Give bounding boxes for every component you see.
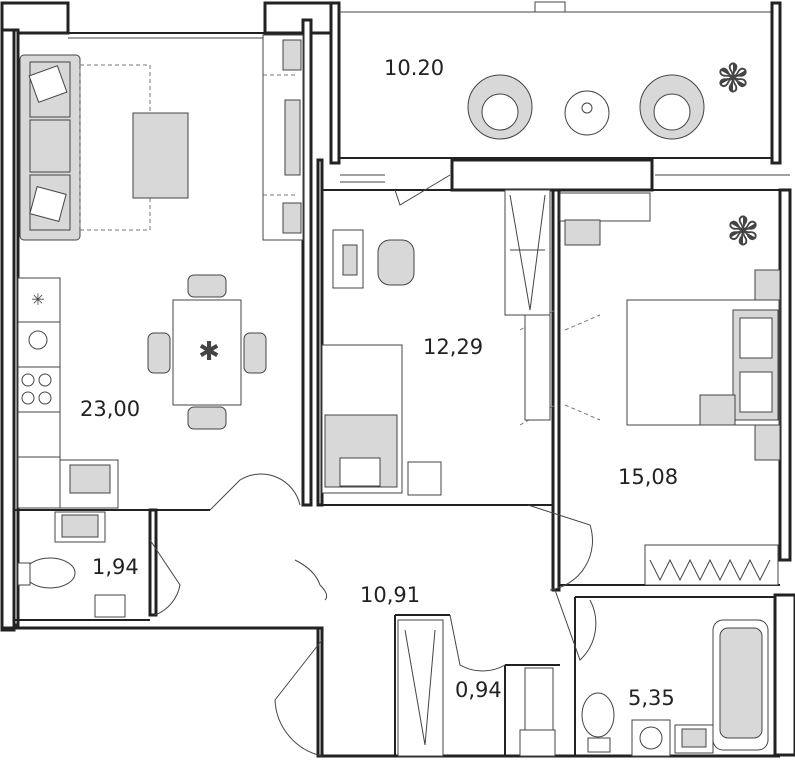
wall-segment	[263, 1, 333, 35]
dining-table	[172, 299, 242, 406]
coffee-table	[132, 112, 189, 199]
shelf-unit	[524, 314, 551, 421]
nightstand	[407, 461, 442, 496]
office-chair	[377, 239, 415, 286]
door-swing	[149, 539, 181, 616]
wall-segment	[773, 593, 795, 757]
living-furniture: ✱ ✳	[17, 34, 304, 509]
sink-icon	[69, 464, 111, 494]
bath-sink-basin	[681, 728, 707, 748]
doors	[149, 174, 601, 757]
shelf	[282, 39, 302, 71]
pillow	[339, 457, 381, 487]
wall-segment	[450, 158, 654, 192]
stove-burner	[38, 391, 52, 405]
wall-segment	[316, 626, 324, 758]
tv	[284, 99, 301, 176]
closet-shelf	[524, 667, 554, 731]
wall-segment	[329, 1, 341, 165]
wardrobe-hangers	[404, 629, 436, 746]
bed-blanket	[699, 394, 736, 426]
rug	[79, 64, 151, 231]
door-swing	[263, 74, 298, 196]
stove-burner	[38, 373, 52, 387]
wardrobe-hangers	[649, 558, 771, 582]
chair	[187, 274, 227, 298]
wet-area-fixtures	[17, 511, 769, 757]
bedroom-furniture: ❃	[559, 192, 781, 586]
vanity	[564, 219, 601, 246]
pillow	[739, 371, 773, 413]
wall-segment	[770, 1, 782, 165]
chair	[187, 406, 227, 430]
pillow	[28, 65, 68, 103]
door-swing	[564, 314, 601, 421]
wall-segment	[12, 28, 20, 627]
wall-segment	[301, 18, 313, 507]
laptop-icon	[342, 244, 358, 276]
door-swing	[449, 614, 506, 672]
armchair-seat	[653, 93, 691, 131]
closet-shelf	[519, 729, 556, 757]
sink-icon	[28, 330, 48, 350]
stove-burner	[21, 391, 35, 405]
wall-segment	[316, 158, 324, 507]
chair	[243, 332, 267, 374]
chair	[147, 332, 171, 374]
door-swing	[274, 639, 323, 757]
room-area-balcony: 10.20	[384, 56, 444, 80]
shelf	[282, 202, 302, 234]
room-area-closet: 0,94	[455, 678, 502, 702]
fridge-icon: ✳	[31, 290, 44, 309]
door-swing	[209, 473, 301, 511]
plant-icon: ✱	[198, 337, 220, 367]
room-area-study: 12,29	[423, 335, 483, 359]
wardrobe-hangers	[509, 194, 546, 311]
door-swing	[554, 589, 597, 661]
wc-sink	[94, 594, 126, 618]
room-area-bedroom: 15,08	[618, 465, 678, 489]
toilet-tank	[587, 737, 611, 753]
toilet-tank	[17, 562, 31, 586]
room-area-bath: 5,35	[628, 686, 675, 710]
wardrobe	[644, 544, 779, 586]
dresser	[559, 192, 651, 222]
room-area-wc: 1,94	[92, 555, 139, 579]
hall-wardrobe	[397, 619, 444, 757]
sofa-cushion	[29, 119, 71, 173]
wall-segment	[148, 508, 158, 617]
bathtub-inner	[719, 627, 763, 739]
wall-segment	[0, 28, 16, 632]
wall-segment	[0, 1, 70, 35]
balcony-post	[534, 1, 566, 13]
room-labels: 10.20 23,00 12,29 15,08 1,94 10,91 0,94 …	[80, 56, 678, 710]
room-area-hall: 10,91	[360, 583, 420, 607]
toilet-icon	[24, 557, 76, 589]
pillow	[739, 317, 773, 359]
stove-burner	[21, 373, 35, 387]
washing-machine-drum	[639, 726, 663, 750]
study-furniture	[321, 189, 551, 496]
side-table-top	[581, 102, 593, 114]
toilet-icon	[581, 692, 615, 738]
pet-icon	[294, 559, 328, 601]
plant-icon: ❃	[726, 209, 760, 255]
plant-icon: ❃	[716, 56, 750, 102]
wall-segment	[778, 188, 792, 562]
wc-shelf-inner	[61, 514, 99, 538]
balcony-door	[394, 174, 451, 206]
room-area-living: 23,00	[80, 397, 140, 421]
armchair-seat	[481, 93, 519, 131]
balcony-furniture: ❃	[467, 56, 750, 140]
pillow	[29, 185, 67, 223]
wall-segment	[551, 188, 561, 592]
door-swing	[527, 504, 593, 591]
